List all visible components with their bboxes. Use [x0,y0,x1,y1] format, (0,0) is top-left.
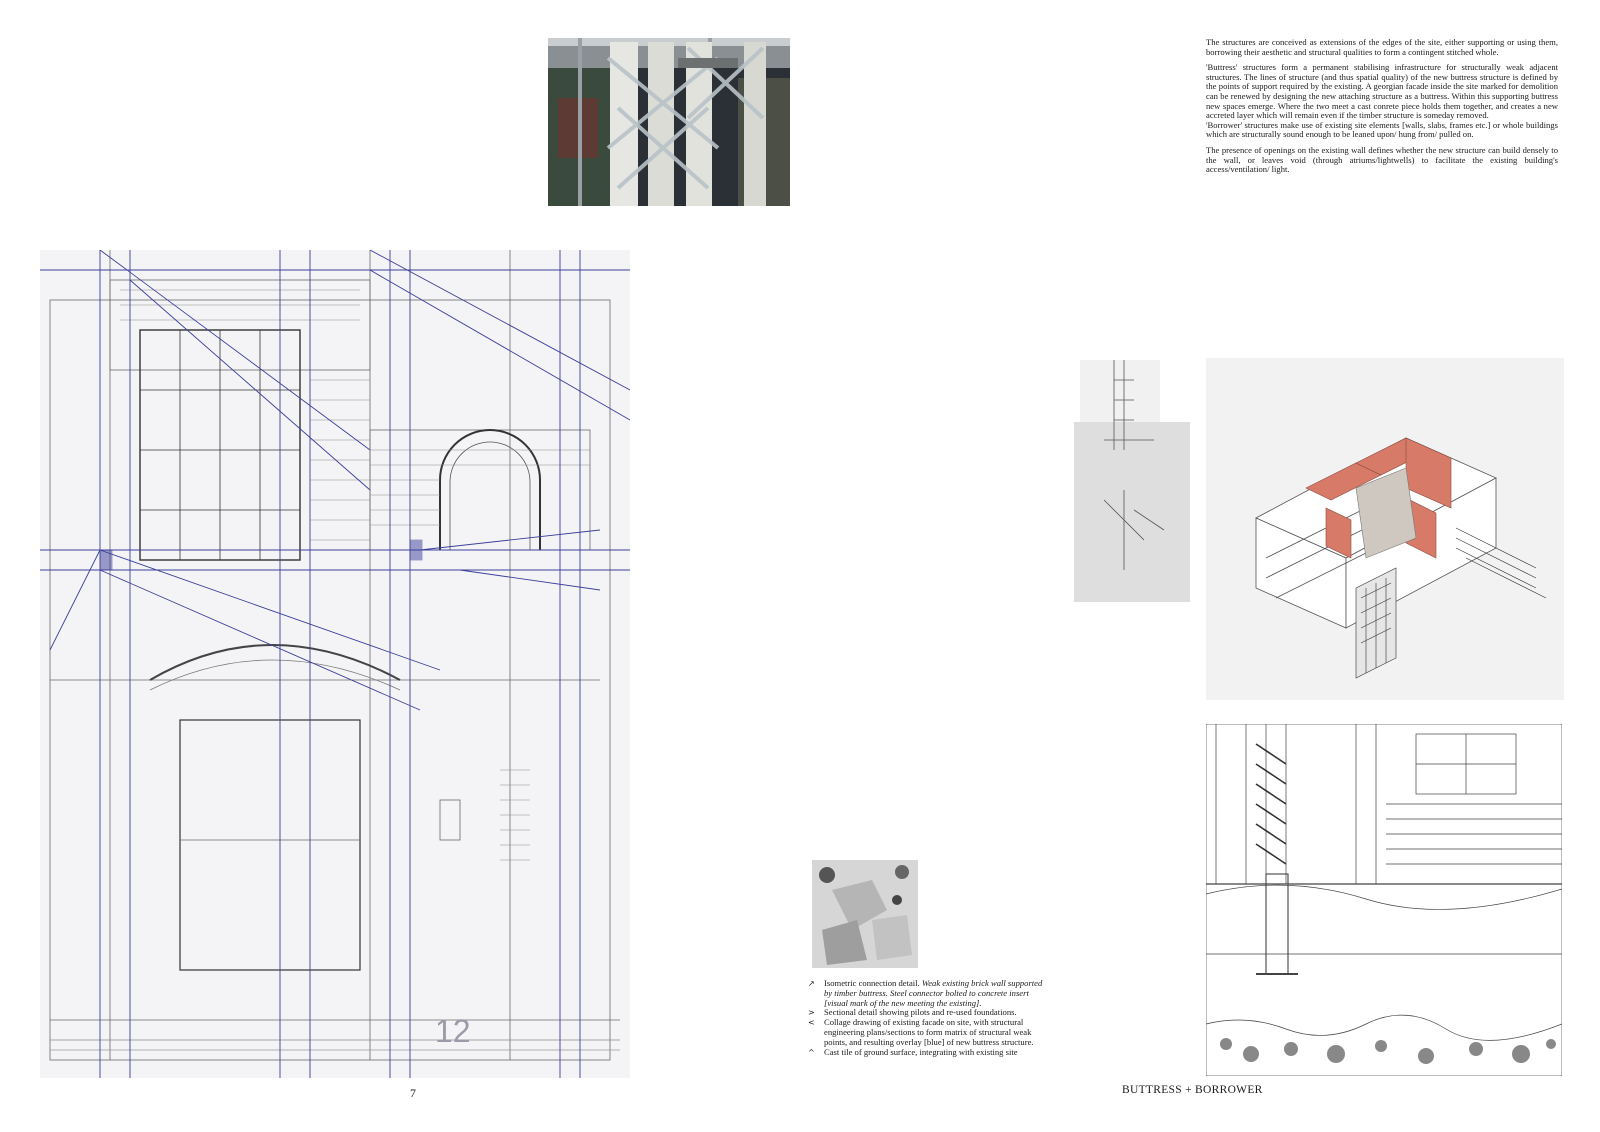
arrow-up-right-icon: ↗ [808,979,815,988]
figure-captions: ↗ Isometric connection detail. Weak exis… [808,978,1048,1057]
intro-paragraph-2: 'Buttress' structures form a permanent s… [1206,62,1558,121]
intro-paragraph-3: 'Borrower' structures make use of existi… [1206,119,1558,140]
caption-collage: < Collage drawing of existing facade on … [808,1017,1034,1047]
caption-section: > Sectional detail showing pilots and re… [808,1007,1017,1018]
isometric-connection-detail [1206,358,1564,700]
caption-isometric: ↗ Isometric connection detail. Weak exis… [808,978,1043,1008]
arrow-right-icon: > [808,1008,815,1018]
cast-tile-photo [812,860,918,968]
intro-paragraph-4: The presence of openings on the existing… [1206,144,1558,175]
photo-chained-columns [548,38,790,206]
intro-text: The structures are conceived as extensio… [1206,37,1558,181]
sheet-number: 12 [435,1013,471,1049]
facade-collage-drawing: 12 [40,250,630,1078]
pencil-sketch [1074,360,1190,602]
sectional-detail-drawing [1206,724,1562,1076]
page-number: 7 [410,1086,416,1100]
arrow-up-icon: ^ [808,1047,815,1057]
footer-title: BUTTRESS + BORROWER [1122,1084,1263,1096]
caption-tile: ^ Cast tile of ground surface, integrati… [808,1046,1018,1057]
intro-paragraph-1: The structures are conceived as extensio… [1206,37,1558,57]
arrow-left-icon: < [808,1018,815,1028]
